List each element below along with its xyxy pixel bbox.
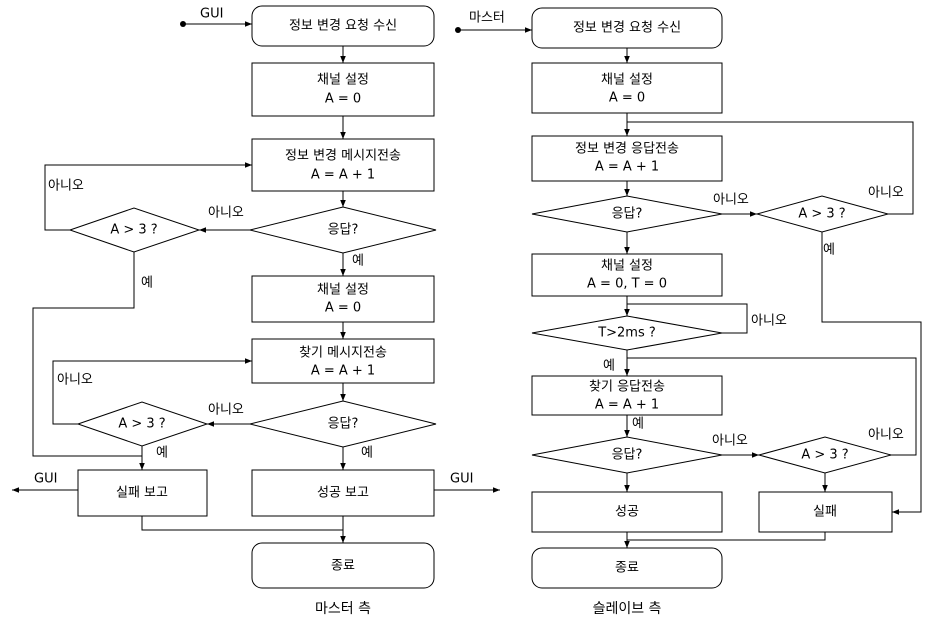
master-count-decision-1 [68, 207, 201, 253]
slave-fail-text: 실패 [813, 505, 837, 520]
master-response-decision-2 [249, 400, 437, 448]
slave-cond2-text: A > 3 ? [801, 448, 848, 463]
slave-set1-line1: 채널 설정 [601, 73, 653, 88]
master-loop-2 [52, 358, 252, 425]
slave-loop-2 [627, 357, 917, 456]
master-success-box [251, 469, 435, 517]
slave-channel-set-box [531, 62, 723, 114]
master-end-text: 종료 [331, 559, 355, 574]
master-resp2-text: 응답? [328, 417, 359, 432]
slave-timer-text: T>2ms ? [597, 326, 656, 341]
slave-no-label-a: 아니오 [713, 193, 749, 208]
master-yes-label-d: 예 [361, 446, 373, 461]
slave-set1-line2: A = 0 [609, 91, 645, 106]
master-gui-out-right: GUI [450, 472, 473, 487]
master-no-label-a: 아니오 [208, 206, 244, 221]
slave-fail-box [758, 491, 893, 533]
master-channel-set-box-2 [251, 275, 435, 323]
master-start-text: 정보 변경 요청 수신 [289, 19, 397, 34]
slave-fail-join [627, 532, 826, 541]
master-yes-label-c: 예 [156, 446, 168, 461]
master-gui-in-label: GUI [200, 7, 223, 22]
master-set1-line2: A = 0 [325, 92, 361, 107]
master-response-decision [249, 206, 437, 254]
master-success-text: 성공 보고 [317, 486, 369, 501]
slave-no-label-t: 아니오 [751, 314, 787, 329]
slave-resp2-text: 응답? [612, 448, 643, 463]
master-count-decision-2 [76, 401, 209, 447]
master-no-label-d: 아니오 [57, 373, 93, 388]
slave-channel-set-box-2 [531, 253, 723, 297]
slave-yes-to-fail [821, 232, 922, 515]
master-caption: 마스터 측 [315, 601, 371, 617]
master-set2-line2: A = 0 [325, 301, 361, 316]
slave-find-box [531, 375, 723, 416]
master-yes-label-b: 예 [352, 254, 364, 269]
slave-start-text: 정보 변경 요청 수신 [573, 21, 681, 36]
slave-no-label-d: 아니오 [868, 428, 904, 443]
master-fail-join [141, 516, 343, 531]
master-set2-line1: 채널 설정 [317, 283, 369, 298]
slave-no-label-c: 아니오 [712, 434, 748, 449]
slave-resp1-text: 응답? [612, 207, 643, 222]
slave-master-in-label: 마스터 [469, 11, 505, 26]
slave-flowchart: 마스터 정보 변경 요청 수신 채널 설정 A = 0 정보 변경 응답전송 A… [455, 7, 922, 617]
slave-send-line2: A = A + 1 [595, 160, 659, 175]
slave-cond1-text: A > 3 ? [798, 207, 845, 222]
slave-timer-loop [627, 303, 748, 334]
master-no-label-b: 아니오 [48, 179, 84, 194]
master-no-label-c: 아니오 [208, 403, 244, 418]
master-fail-text: 실패 보고 [116, 486, 168, 501]
slave-caption: 슬레이브 측 [593, 601, 662, 617]
master-end-terminal [251, 542, 435, 589]
master-gui-out-left: GUI [34, 472, 57, 487]
master-cond1-text: A > 3 ? [110, 223, 157, 238]
master-loop-1 [44, 162, 252, 231]
master-send-line1: 정보 변경 메시지전송 [285, 149, 401, 164]
master-cond2-text: A > 3 ? [118, 417, 165, 432]
slave-find-line1: 찾기 응답전송 [589, 380, 665, 395]
slave-yes-label-t: 예 [603, 359, 615, 374]
master-yes-label-a: 예 [141, 276, 153, 291]
slave-set2-line1: 채널 설정 [601, 259, 653, 274]
master-send-line2: A = A + 1 [311, 168, 375, 183]
slave-yes-label-f: 예 [632, 417, 644, 432]
slave-send-box [531, 135, 723, 182]
master-send-box [251, 138, 435, 192]
slave-find-line2: A = A + 1 [595, 398, 659, 413]
master-channel-set-box [251, 62, 435, 117]
slave-end-text: 종료 [615, 561, 639, 576]
slave-success-text: 성공 [615, 505, 639, 520]
slave-end-terminal [531, 547, 723, 589]
master-resp1-text: 응답? [328, 223, 359, 238]
master-yes-to-fail [32, 252, 142, 457]
master-find-line2: A = A + 1 [311, 364, 375, 379]
master-find-line1: 찾기 메시지전송 [299, 346, 387, 361]
slave-no-label-b: 아니오 [868, 186, 904, 201]
master-flowchart: GUI 정보 변경 요청 수신 채널 설정 A = 0 정보 변경 메시지전송 … [12, 5, 500, 617]
slave-yes-label-a: 예 [823, 243, 835, 258]
master-set1-line1: 채널 설정 [317, 73, 369, 88]
master-find-box [251, 338, 435, 384]
slave-loop-1 [627, 121, 914, 215]
slave-set2-line2: A = 0, T = 0 [587, 277, 667, 292]
slave-send-line1: 정보 변경 응답전송 [575, 142, 679, 157]
